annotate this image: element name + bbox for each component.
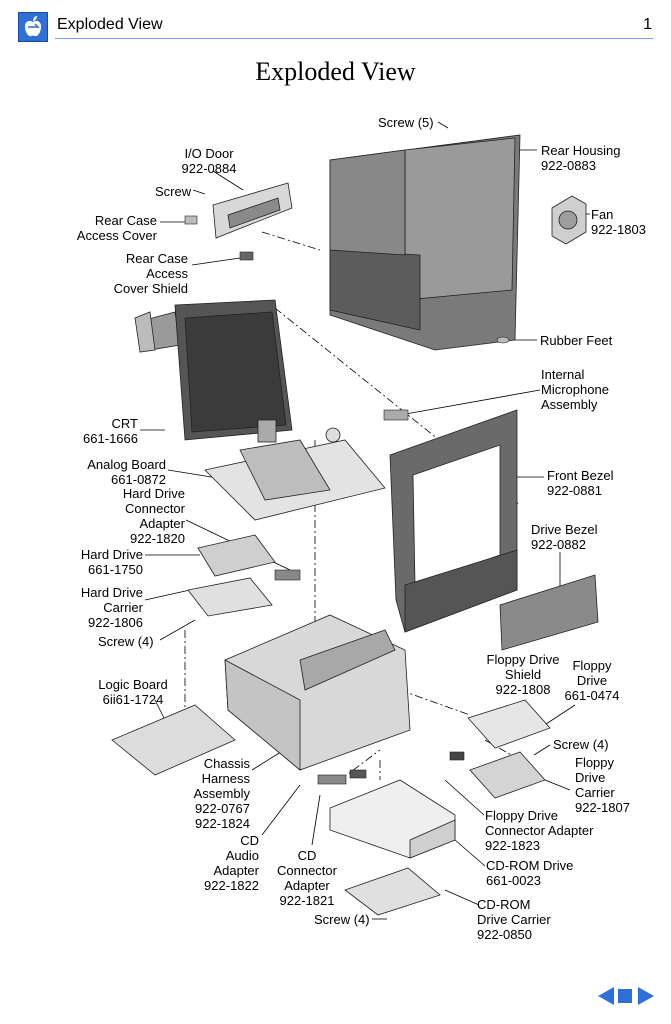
rubber-foot-part [496,336,510,344]
io-door-part [212,182,293,239]
label-screw-4-a: Screw (4) [98,634,154,649]
home-icon[interactable] [618,989,632,1003]
label-screw: Screw [155,184,192,199]
rear-housing-part [329,134,521,351]
cdrom-drive-part [329,779,456,859]
page-header: Exploded View 1 [0,0,671,42]
hd-carrier-part [187,577,273,617]
analog-board-part [204,419,386,521]
label-screw-4-c: Screw (4) [314,912,370,927]
fan-part [551,195,587,245]
label-screw-5: Screw (5) [378,115,434,130]
label-screw-4-b: Screw (4) [553,737,609,752]
floppy-connector-part [449,751,465,761]
label-rubber-feet: Rubber Feet [540,333,613,348]
hard-drive-part [197,534,276,577]
microphone-part [383,409,409,421]
cd-connector-part [349,769,367,779]
header-title: Exploded View [57,16,163,33]
header-rule [55,38,653,39]
cdrom-carrier-part [344,867,441,916]
page-title: Exploded View [255,57,416,86]
rear-case-cover-part [184,215,198,225]
front-bezel-part [389,409,518,633]
page-number: 1 [643,16,652,33]
floppy-carrier-part [469,751,546,799]
chassis-part [224,614,411,771]
crt-part [134,299,293,441]
rear-case-shield-part [239,251,254,261]
drive-bezel-part [499,574,599,651]
floppy-drive-part [467,699,551,749]
cd-audio-part [317,774,347,785]
hd-connector-part [274,569,301,581]
next-page-icon[interactable] [638,987,654,1005]
apple-logo-icon [18,12,48,42]
logic-board-part [111,704,236,776]
prev-page-icon[interactable] [598,987,614,1005]
page-navigation [598,986,654,1006]
